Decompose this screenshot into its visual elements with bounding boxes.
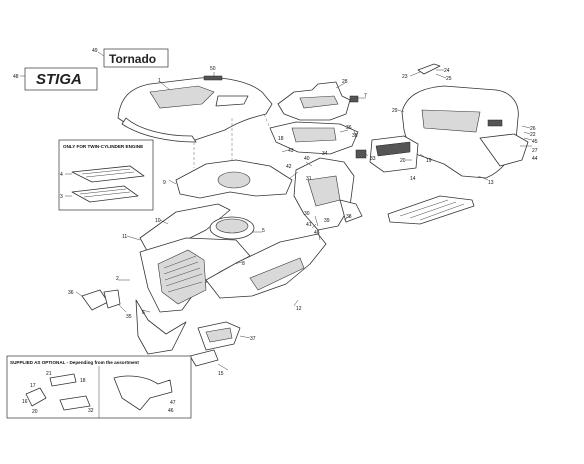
callout-46b: 46 xyxy=(168,408,174,414)
headlight-trim-part-36 xyxy=(81,289,121,311)
callout-44: 44 xyxy=(532,156,538,162)
callout-48: 48 xyxy=(13,74,19,80)
callout-42: 42 xyxy=(286,164,292,170)
footboard-mat xyxy=(387,195,475,225)
callout-35b: 35 xyxy=(126,314,132,320)
callout-50: 50 xyxy=(210,66,216,72)
stiga-decal: STIGA xyxy=(24,67,98,91)
inner-console-part-34 xyxy=(269,121,367,159)
callout-41: 41 xyxy=(306,222,312,228)
callout-17: 17 xyxy=(30,383,36,389)
callout-34: 34 xyxy=(322,151,328,157)
callout-2: 2 xyxy=(116,276,119,282)
tornado-logo-text: Tornado xyxy=(109,52,156,66)
callout-49: 49 xyxy=(92,48,98,54)
callout-1: 1 xyxy=(158,78,161,84)
callout-20b: 20 xyxy=(32,409,38,415)
optional-box: SUPPLIED AS OPTIONAL - Depending from th… xyxy=(6,355,192,419)
callout-15: 15 xyxy=(218,371,224,377)
callout-18: 18 xyxy=(278,136,284,142)
callout-35: 35 xyxy=(352,133,358,139)
callout-45: 45 xyxy=(532,139,538,145)
callout-14: 14 xyxy=(410,176,416,182)
dashboard-cover-part-28 xyxy=(277,81,359,121)
center-tunnel-part-38 xyxy=(293,157,363,231)
tornado-decal: Tornado xyxy=(103,48,169,68)
callout-12: 12 xyxy=(296,306,302,312)
leader-lines xyxy=(20,51,533,371)
floor-frame-part-9 xyxy=(175,159,293,199)
callout-25: 25 xyxy=(446,76,452,82)
callout-21: 21 xyxy=(46,371,52,377)
callout-6: 6 xyxy=(142,310,145,316)
battery-console-part-14 xyxy=(369,135,419,173)
left-side-panel-part-11 xyxy=(139,203,255,257)
callout-16: 16 xyxy=(22,399,28,405)
callout-31: 31 xyxy=(306,176,312,182)
callout-39: 39 xyxy=(324,218,330,224)
step-plate-part-15 xyxy=(189,349,219,367)
callout-36b: 36 xyxy=(68,290,74,296)
tornado-decal-frame xyxy=(103,48,169,68)
rear-fender-part-29 xyxy=(401,63,529,179)
callout-18b: 18 xyxy=(80,378,86,384)
callout-24: 24 xyxy=(444,68,450,74)
stiga-logo-text: STIGA xyxy=(36,71,82,88)
callout-33: 33 xyxy=(370,156,376,162)
callout-46: 46 xyxy=(314,230,320,236)
callout-28: 28 xyxy=(342,79,348,85)
callout-4: 4 xyxy=(60,172,63,178)
callout-43: 43 xyxy=(288,148,294,154)
callout-22: 22 xyxy=(530,132,536,138)
callout-10: 10 xyxy=(155,218,161,224)
stiga-decal-frame xyxy=(24,67,98,91)
callout-11: 11 xyxy=(122,234,127,240)
optional-title: SUPPLIED AS OPTIONAL - Depending from th… xyxy=(10,360,139,365)
callout-13: 13 xyxy=(488,180,494,186)
footboard-part-12 xyxy=(205,233,327,299)
callout-19: 19 xyxy=(426,158,432,164)
callout-8: 8 xyxy=(242,261,245,267)
callout-40: 40 xyxy=(304,156,310,162)
callout-5: 5 xyxy=(262,228,265,234)
reference-lines xyxy=(193,113,271,168)
callout-numbers: 48 49 1 50 28 7 36 35 33 23 24 25 29 20 … xyxy=(13,48,538,415)
callout-23: 23 xyxy=(402,74,408,80)
callout-7: 7 xyxy=(364,93,367,99)
callout-29: 29 xyxy=(392,108,398,114)
front-grill-part-8 xyxy=(139,237,251,313)
callout-20: 20 xyxy=(400,158,406,164)
hood-part-1 xyxy=(117,75,273,143)
callout-30: 30 xyxy=(304,211,310,217)
bumper-part-6 xyxy=(135,299,187,355)
twin-cylinder-box: ONLY FOR TWIN-CYLINDER ENGINE xyxy=(58,139,154,211)
step-plate-part-37 xyxy=(197,321,241,351)
callout-32: 32 xyxy=(88,408,94,414)
callout-36: 36 xyxy=(346,125,352,131)
callout-38: 38 xyxy=(346,214,352,220)
callout-3: 3 xyxy=(60,194,63,200)
callout-9: 9 xyxy=(163,180,166,186)
callout-27: 27 xyxy=(532,148,538,154)
callout-37: 37 xyxy=(250,336,256,342)
twin-cylinder-title: ONLY FOR TWIN-CYLINDER ENGINE xyxy=(63,144,143,149)
callout-26: 26 xyxy=(530,126,536,132)
callout-47: 47 xyxy=(170,400,176,406)
